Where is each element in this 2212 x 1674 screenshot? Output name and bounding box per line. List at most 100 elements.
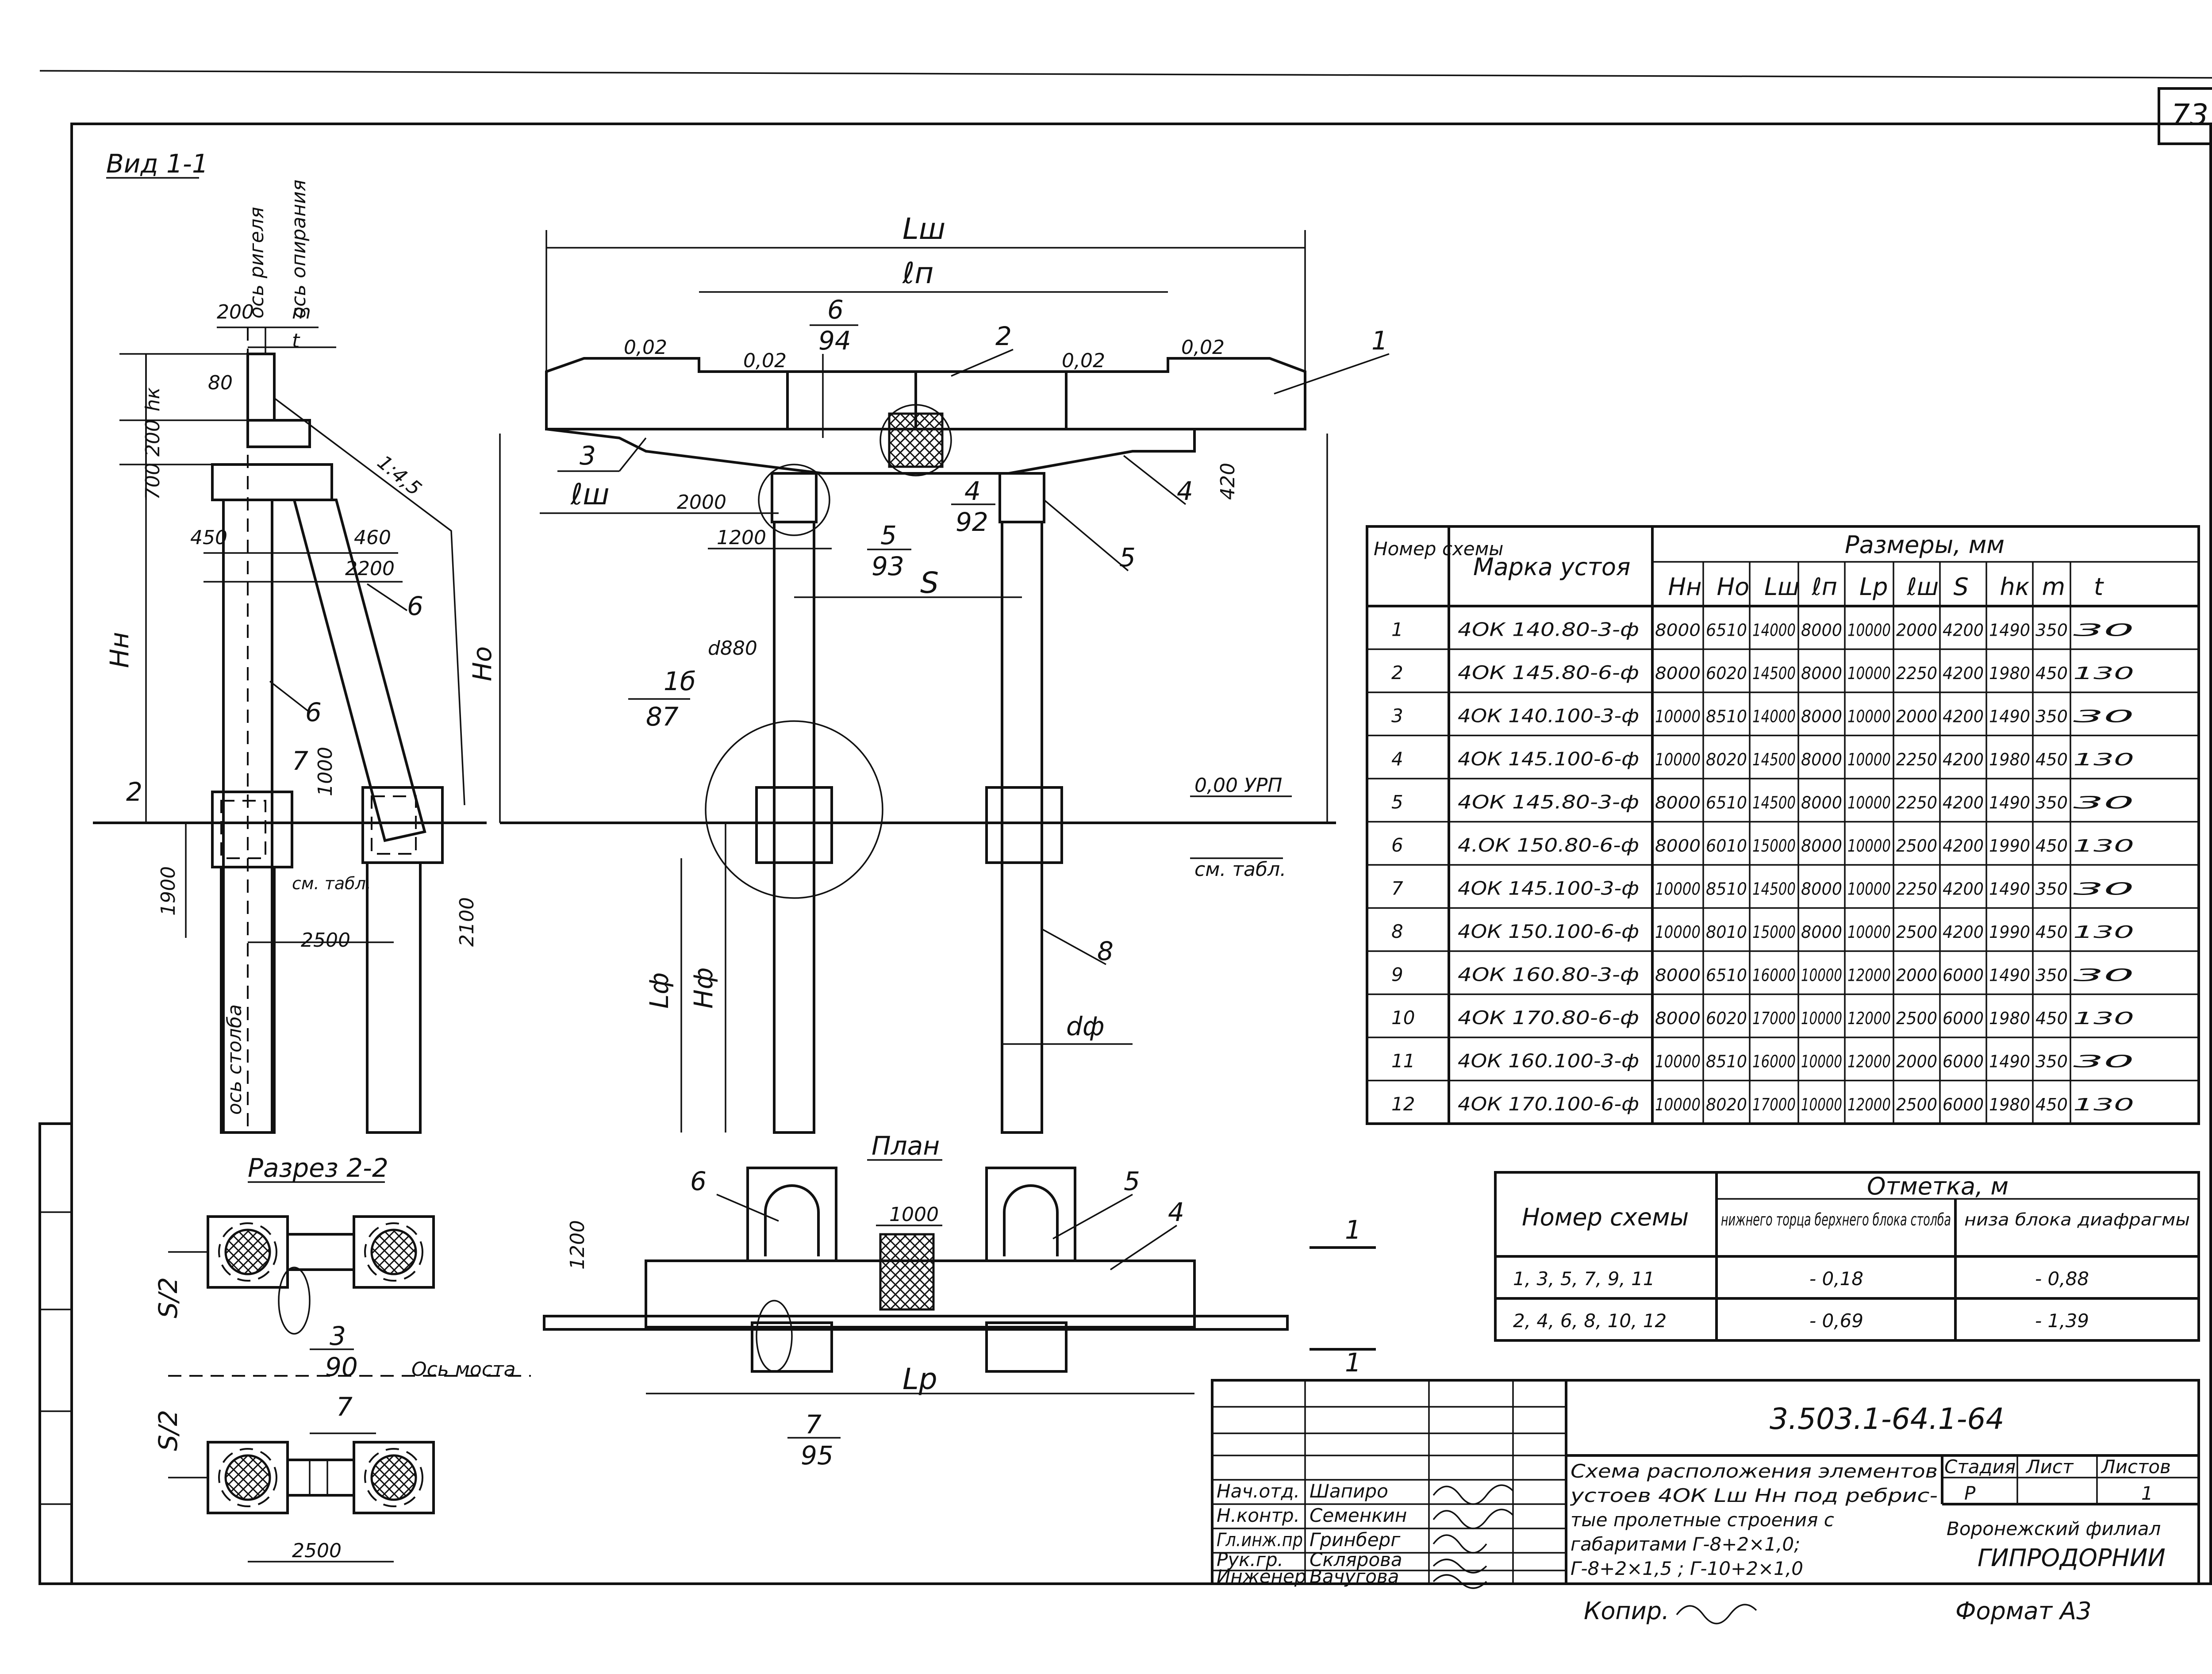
row-3-col-3: 8000 xyxy=(1801,750,1842,769)
callout-3: 3 xyxy=(580,441,596,471)
marks-table: Номер схемы Отметка, м нижнего торца бер… xyxy=(1494,1171,2200,1342)
row-9-col-6: 6000 xyxy=(1943,1009,1984,1028)
row-1-mark: 4ОК 145.80-6-ф xyxy=(1458,662,1639,683)
dim-420: 420 xyxy=(1217,463,1239,500)
col-header-9: t xyxy=(2094,573,2104,601)
row-7-col-7: 1990 xyxy=(1989,922,2030,942)
row-11-col-6: 6000 xyxy=(1943,1095,1984,1114)
callout-6-sheet: 94 xyxy=(818,326,851,356)
sizes-header-mark: Марка устоя xyxy=(1473,553,1630,581)
row-6-col-0: 10000 xyxy=(1655,879,1701,899)
row-9-col-9: 130 xyxy=(2073,1009,2134,1028)
row-0-num: 1 xyxy=(1391,619,1403,641)
row-9-col-2: 17000 xyxy=(1752,1009,1796,1028)
title-block: 3.503.1-64.1-64 Нач.отд. Шапиро Н.контр.… xyxy=(1211,1379,2200,1589)
role-2: Н.контр. xyxy=(1217,1505,1300,1526)
col-header-6: S xyxy=(1954,573,1969,601)
callout-7-plan-sheet: 95 xyxy=(801,1440,833,1471)
row-9-col-1: 6020 xyxy=(1706,1009,1747,1028)
dim-2100: 2100 xyxy=(456,897,478,947)
row-7-mark: 4ОК 150.100-6-ф xyxy=(1458,921,1639,942)
row-7-col-9: 130 xyxy=(2073,922,2134,942)
dim-d880: d880 xyxy=(708,637,757,660)
row-1-col-5: 2250 xyxy=(1896,664,1937,683)
col-header-0: Hн xyxy=(1668,573,1702,601)
col-header-7: hк xyxy=(2000,573,2030,601)
dim-460: 460 xyxy=(354,526,391,549)
col-header-1: Hо xyxy=(1717,573,1750,601)
row-9-mark: 4ОК 170.80-6-ф xyxy=(1458,1007,1639,1029)
callout-5-sheet: 93 xyxy=(872,551,904,581)
dim-Hf: Hф xyxy=(688,968,718,1009)
row-0-col-8: 350 xyxy=(2035,621,2068,640)
row-10-col-5: 2000 xyxy=(1896,1052,1937,1071)
row-3-col-8: 450 xyxy=(2035,750,2068,769)
name-4: Склярова xyxy=(1310,1549,1402,1570)
role-1: Нач.отд. xyxy=(1217,1480,1300,1502)
row-8-col-8: 350 xyxy=(2035,966,2068,985)
row-0-col-6: 4200 xyxy=(1943,621,1984,640)
row-7-col-2: 15000 xyxy=(1752,922,1796,942)
dim-2000: 2000 xyxy=(677,491,726,514)
callout-1b-sheet: 87 xyxy=(646,702,679,732)
dim-hk: hк xyxy=(142,387,164,411)
callout-4-top: 4 xyxy=(964,476,981,506)
row-6-col-3: 8000 xyxy=(1801,879,1842,899)
dim-t: t xyxy=(292,330,300,352)
row-7-col-3: 8000 xyxy=(1801,922,1842,942)
plan-view: План 6 5 4 1000 1200 7 95 Lр 1 1 xyxy=(543,1131,1376,1471)
org-line-2: ГИПРОДОРНИИ xyxy=(1978,1544,2166,1572)
row-0-col-1: 6510 xyxy=(1706,621,1747,640)
dim-80: 80 xyxy=(208,372,233,394)
row-0-col-0: 8000 xyxy=(1655,621,1701,640)
callout-7-plan-top: 7 xyxy=(805,1409,822,1440)
dim-see-table-2: см. табл. xyxy=(1194,858,1286,881)
row-7-num: 8 xyxy=(1391,921,1403,942)
title-line-5: Г-8+2×1,5 ; Г-10+2×1,0 xyxy=(1571,1558,1803,1579)
row-7-col-4: 10000 xyxy=(1847,922,1891,942)
row-6-col-1: 8510 xyxy=(1706,879,1747,899)
row-8-num: 9 xyxy=(1391,964,1403,986)
stage-label: Стадия xyxy=(1944,1456,2016,1478)
row-0-col-7: 1490 xyxy=(1989,621,2030,640)
row-2-num: 3 xyxy=(1391,705,1403,727)
row-4-col-0: 8000 xyxy=(1655,793,1701,813)
signature-5 xyxy=(1432,1574,1487,1589)
dim-S2-b: S/2 xyxy=(153,1410,183,1451)
row-5-col-9: 130 xyxy=(2073,836,2134,856)
row-8-col-3: 10000 xyxy=(1801,966,1842,985)
name-1: Шапиро xyxy=(1310,1480,1388,1502)
dim-Lp: Lр xyxy=(902,1362,937,1396)
slope-3: 0,02 xyxy=(1062,349,1105,372)
dim-1200-plan: 1200 xyxy=(566,1220,589,1270)
title-line-1: Схема расположения элементов xyxy=(1571,1460,1938,1482)
row-1-col-2: 14500 xyxy=(1752,664,1796,683)
dim-lsh: ℓш xyxy=(570,477,610,511)
row-1-col-3: 8000 xyxy=(1801,664,1842,683)
row-5-col-8: 450 xyxy=(2035,836,2068,856)
row-0-col-3: 8000 xyxy=(1801,621,1842,640)
row-8-col-1: 6510 xyxy=(1706,966,1747,985)
name-3: Гринберг xyxy=(1310,1529,1401,1551)
support-axis-label: ось опирания xyxy=(288,180,310,319)
section-mark-1b: 1 xyxy=(1345,1348,1361,1378)
name-2: Семенкин xyxy=(1310,1505,1407,1526)
dim-slope: 1:4,5 xyxy=(373,451,426,500)
page-number-box xyxy=(2158,87,2212,145)
row-10-mark: 4ОК 160.100-3-ф xyxy=(1458,1050,1639,1072)
footer-copy: Копир. xyxy=(1584,1597,1669,1625)
row-5-mark: 4.ОК 150.80-6-ф xyxy=(1458,834,1639,856)
row-11-num: 12 xyxy=(1391,1093,1415,1115)
marks-row1-v2: - 0,88 xyxy=(2035,1268,2089,1290)
row-7-col-1: 8010 xyxy=(1706,922,1747,942)
row-6-col-7: 1490 xyxy=(1989,879,2030,899)
row-2-col-2: 14000 xyxy=(1752,707,1796,726)
callout-2: 2 xyxy=(995,321,1012,351)
row-10-col-8: 350 xyxy=(2035,1052,2068,1071)
drawing-code: 3.503.1-64.1-64 xyxy=(1770,1402,2004,1436)
signature-1 xyxy=(1432,1484,1514,1505)
row-5-col-1: 6010 xyxy=(1706,836,1747,856)
row-1-col-8: 450 xyxy=(2035,664,2068,683)
